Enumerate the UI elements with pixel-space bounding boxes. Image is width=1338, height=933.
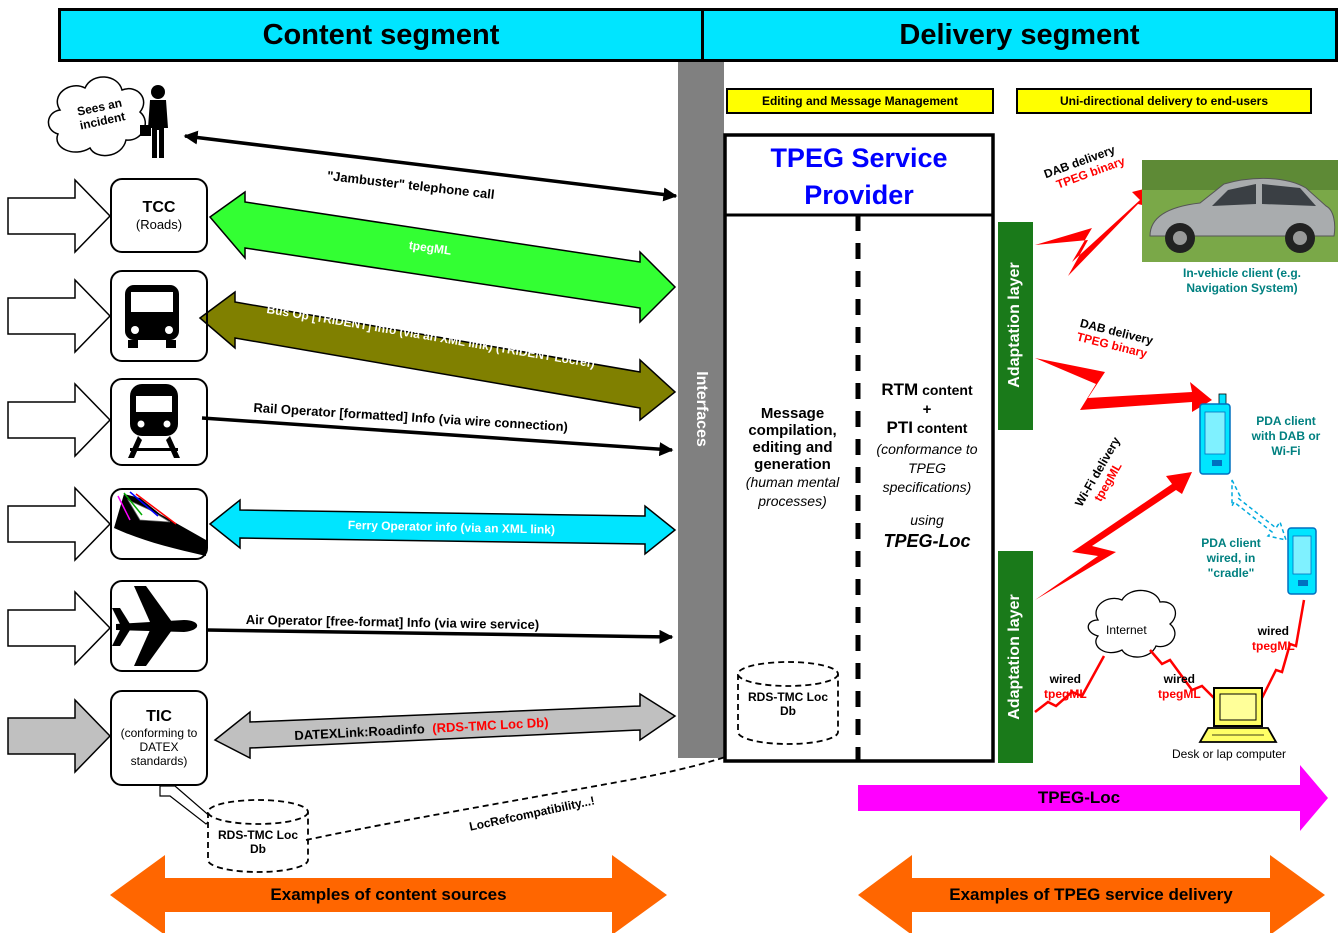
interfaces-bar [678,62,724,758]
dab-bolt-mid [1035,358,1212,412]
person-icon [140,85,168,158]
desk-computer-icon [1198,687,1278,743]
using-text: using [910,512,944,528]
wired-label-1: wired tpegML [1044,672,1087,701]
rail-arrow [201,416,674,457]
input-arrow-tic [7,698,112,774]
locref-link [305,744,761,841]
content-segment-title: Content segment [262,18,500,51]
provider-db-label: RDS-TMC Loc Db [748,690,828,718]
service-delivery-label: Examples of TPEG service delivery [949,885,1233,904]
dab-bolt-top [1035,186,1156,276]
wired-link-internet-desk [1149,649,1215,699]
conformance-text: (conformance to TPEG specifications) [876,441,978,495]
plus-text: + [922,401,932,418]
delivery-segment-header: Delivery segment [701,8,1338,62]
source-rail [110,378,208,466]
tpegloc-bar-label: TPEG-Loc [1037,788,1121,807]
source-tic: TIC (conforming to DATEX standards) [110,690,208,786]
input-arrow-ferry [7,486,112,562]
provider-title: TPEG Service Provider [770,143,948,210]
pda-dab-label: PDA client with DAB or Wi-Fi [1251,414,1321,458]
adaptation-layer-top [998,222,1033,430]
content-segment-header: Content segment [58,8,704,62]
db-left-label: RDS-TMC Loc Db [218,828,298,856]
datex-arrow [213,692,677,760]
interfaces-label: Interfaces [693,371,710,447]
input-arrow-rail [7,382,112,458]
content-sources-label: Examples of content sources [270,885,507,904]
source-bus [110,270,208,362]
pda-wired-icon [1287,527,1317,595]
input-arrow-tcc [7,178,112,254]
pda-dab-icon [1199,393,1231,475]
db-cylinder-left [207,799,309,873]
unidirectional-label: Uni-directional delivery to end-users [1016,88,1312,114]
tpegloc-bar [858,765,1328,831]
pti-text: PTI [886,418,913,437]
tic-db-connector [159,785,213,825]
adaptation-label-bottom: Adaptation layer [1006,594,1023,720]
tpegloc-inline-text: TPEG-Loc [883,531,971,551]
provider-right-text: RTM content + PTI content (conformance t… [862,380,992,553]
wired-link-desk-pda [1260,599,1306,699]
pda-sync-arrow [1231,479,1288,542]
air-arrow [206,628,674,644]
content-sources-arrow [110,855,667,933]
desk-label: Desk or lap computer [1172,747,1287,761]
tic-title: TIC [146,708,172,725]
bus-icon [125,285,179,348]
jambuster-arrow [183,130,678,202]
bus-arrow [198,290,677,422]
wired-link-adapt-internet [1034,655,1106,713]
adaptation-layer-bottom [998,551,1033,763]
tic-sub: (conforming to DATEX standards) [120,726,198,768]
rtm-text: RTM [881,380,919,399]
pda-wired-label: PDA client wired, in "cradle" [1201,536,1261,580]
delivery-segment-title: Delivery segment [899,18,1140,51]
adaptation-label-top: Adaptation layer [1006,262,1023,388]
vehicle-client-label: In-vehicle client (e.g. Navigation Syste… [1182,266,1302,295]
tcc-title: TCC [142,199,176,216]
input-arrow-bus [7,278,112,354]
message-compilation-text: Message compilation, editing and generat… [748,405,837,473]
input-arrows [7,178,112,774]
internet-cloud [1087,589,1177,658]
internet-label: Internet [1106,623,1147,637]
source-tcc: TCC (Roads) [110,178,208,253]
ferry-icon [114,491,206,556]
tcc-sub: (Roads) [135,217,183,232]
car-image [1142,160,1338,262]
wired-label-3: wired tpegML [1252,624,1295,653]
tpegml-arrow [208,190,677,324]
service-delivery-arrow [858,855,1325,933]
db-cylinder-provider [737,661,839,745]
plane-icon [112,586,198,666]
source-ferry [110,488,208,560]
wifi-bolt [1035,472,1192,600]
train-icon [128,384,180,458]
wired-label-2: wired tpegML [1158,672,1201,701]
human-processes-text: (human mental processes) [745,474,840,509]
wired-links [1034,599,1306,713]
input-arrow-air [7,590,112,666]
editing-label: Editing and Message Management [726,88,994,114]
provider-left-text: Message compilation, editing and generat… [730,405,855,511]
source-air [110,580,208,672]
ferry-arrow [208,498,677,556]
